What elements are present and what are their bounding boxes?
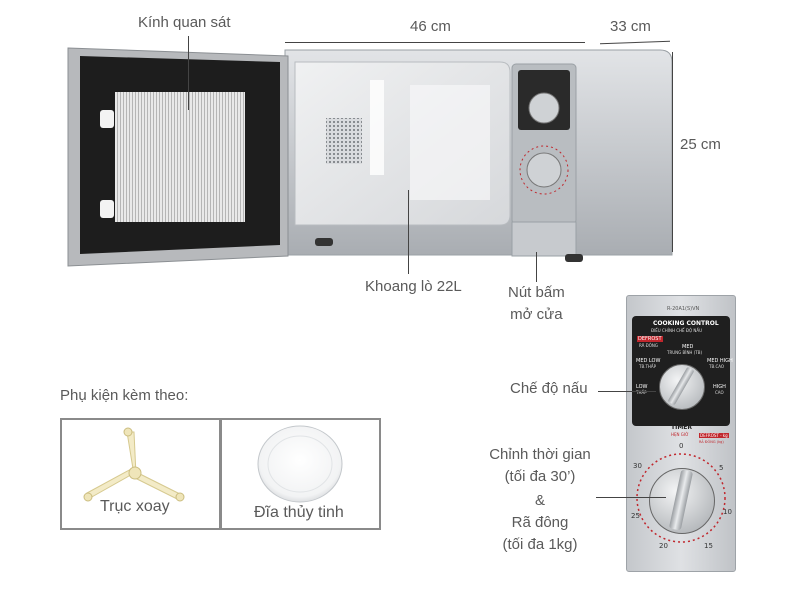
panel-med-high: MED HIGH <box>707 358 733 364</box>
microwave-photo <box>60 40 690 280</box>
glass-pointer <box>188 36 189 110</box>
panel-low: LOW <box>636 384 648 390</box>
timer-annotation: Chỉnh thời gian (tối đa 30’) & Rã đông (… <box>480 444 600 556</box>
panel-title: COOKING CONTROL <box>653 320 719 327</box>
timer-tick-5: 5 <box>719 464 724 472</box>
panel-low-vn: THẤP <box>636 390 647 395</box>
panel-defrost-vn: RÃ ĐÔNG <box>639 343 658 348</box>
timer-annotation-line1: Chỉnh thời gian <box>489 446 591 463</box>
timer-tick-30: 30 <box>633 462 642 470</box>
accessory-turntable-support: Trục xoay <box>60 418 221 530</box>
accessory-glass-plate: Đĩa thủy tinh <box>220 418 381 530</box>
cooking-mode-knob[interactable] <box>659 364 705 410</box>
timer-tick-20: 20 <box>659 542 668 550</box>
cook-mode-label: Chế độ nấu <box>510 380 588 397</box>
door-button-line2: mở cửa <box>510 306 563 323</box>
height-label: 25 cm <box>680 136 721 153</box>
panel-defrost-kg-vn: RÃ ĐÔNG (kg) <box>699 440 724 444</box>
depth-label: 33 cm <box>610 18 651 35</box>
door-button-line1: Nút bấm <box>508 284 565 301</box>
accessory-label-2: Đĩa thủy tinh <box>254 504 344 521</box>
timer-tick-15: 15 <box>704 542 713 550</box>
panel-med: MED <box>682 344 694 350</box>
panel-defrost-kg: DEFROST - kg <box>699 433 729 438</box>
timer-tick-10: 10 <box>723 508 732 516</box>
panel-model: R-20A1(S)VN <box>667 306 700 312</box>
timer-annotation-line2: (tối đa 30’) <box>504 468 576 485</box>
glass-plate-icon <box>257 425 343 503</box>
cavity-pointer <box>408 190 409 274</box>
door-button-pointer <box>536 252 537 282</box>
timer-annotation-amp: & <box>534 492 545 509</box>
panel-high-vn: CAO <box>715 390 724 395</box>
width-label: 46 cm <box>410 18 451 35</box>
accessory-label-1: Trục xoay <box>100 498 170 515</box>
turntable-support-icon <box>83 427 185 502</box>
glass-label: Kính quan sát <box>138 14 231 31</box>
control-panel-closeup: R-20A1(S)VN COOKING CONTROL ĐIỀU CHỈNH C… <box>626 295 736 572</box>
timer-dial-scale <box>636 453 726 543</box>
door-button-label: Nút bấm mở cửa <box>508 282 565 326</box>
microwave-illustration <box>67 47 673 267</box>
panel-med-high-vn: TB.CAO <box>709 364 725 369</box>
panel-high: HIGH <box>713 384 726 390</box>
timer-annotation-line3: Rã đông <box>511 514 569 531</box>
panel-med-low-vn: TB.THẤP <box>639 364 657 369</box>
panel-med-low: MED LOW <box>636 358 661 364</box>
panel-timer: TIMER <box>671 424 693 431</box>
timer-tick-25: 25 <box>631 512 640 520</box>
cook-mode-pointer <box>598 391 656 392</box>
panel-med-vn: TRUNG BÌNH (TB) <box>667 350 703 355</box>
width-dimension-line <box>285 42 585 43</box>
cavity-label: Khoang lò 22L <box>365 278 462 295</box>
timer-tick-0: 0 <box>679 442 684 450</box>
timer-pointer <box>596 497 666 498</box>
panel-subtitle: ĐIỀU CHỈNH CHẾ ĐỘ NẤU <box>651 328 703 333</box>
panel-defrost: DEFROST <box>637 336 663 342</box>
height-dimension-line <box>672 52 673 252</box>
timer-annotation-line4: (tối đa 1kg) <box>502 536 578 553</box>
panel-timer-vn: HẸN GIỜ <box>671 432 689 437</box>
accessories-heading: Phụ kiện kèm theo: <box>60 387 189 404</box>
